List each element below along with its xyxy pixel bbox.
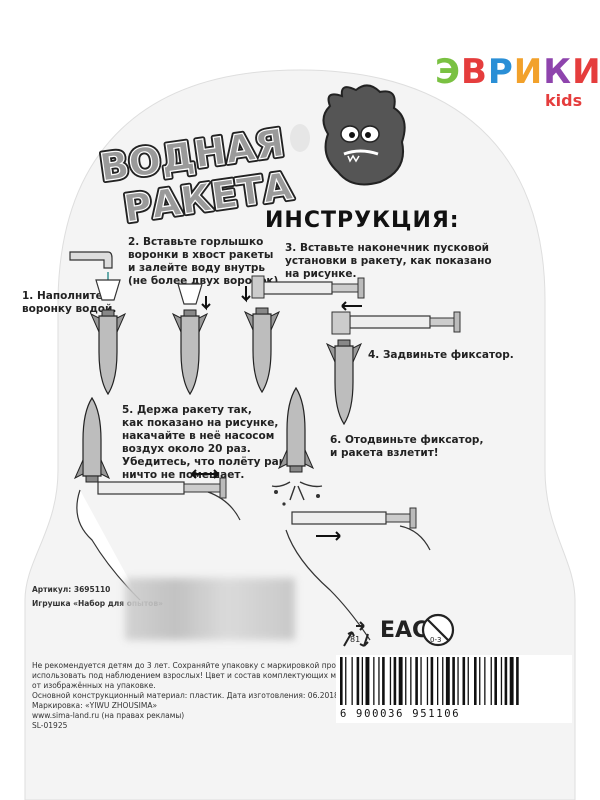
pump-step3-icon	[251, 275, 365, 299]
pump-step4-icon	[331, 301, 461, 335]
age-warning-label: 0-3	[430, 636, 441, 644]
brand-letter: И	[572, 52, 600, 92]
warning-line-3: от изображённых на упаковке.	[32, 681, 156, 690]
brand-letter: Р	[487, 52, 514, 92]
step-6-text: 6. Отодвиньте фиксатор, и ракета взлетит…	[330, 434, 484, 459]
brand-letter: В	[460, 52, 488, 92]
brand-letter: Э	[435, 52, 461, 92]
marking-line: Маркировка: «YIWU ZHOUSIMA»	[32, 701, 158, 710]
brand-wordmark: ЭВРИКИ	[435, 52, 600, 92]
age-warning-icon: 0-3	[421, 613, 455, 647]
website-line: www.sima-land.ru (на правах рекламы)	[32, 711, 185, 720]
mascot-drop-illustration	[322, 84, 406, 186]
step-4-text: 4. Задвиньте фиксатор.	[368, 349, 514, 361]
rocket-step5-icon	[74, 397, 110, 483]
product-title: ВОДНАЯ ВОДНАЯ РАКЕТА РАКЕТА	[95, 120, 299, 230]
redacted-area	[125, 578, 295, 640]
brand-letter: К	[543, 52, 573, 92]
rocket-step3-icon	[244, 307, 280, 393]
splash-icon	[271, 481, 323, 501]
barcode-number: 6 900036 951106	[340, 708, 461, 720]
barcode-bars	[340, 657, 519, 705]
hand-step6-icon	[285, 529, 371, 641]
title-line-2-fill: РАКЕТА	[121, 164, 296, 230]
brand-letter: И	[513, 52, 544, 92]
step-3-text: 3. Вставьте наконечник пусковой установк…	[285, 242, 492, 280]
eac-mark: EAC	[380, 618, 429, 643]
rocket-step1-icon	[90, 309, 126, 395]
recycle-code: 81	[350, 635, 360, 644]
instructions-heading: ИНСТРУКЦИЯ:	[265, 208, 460, 233]
tap-icon	[69, 251, 113, 269]
article-number: Артикул: 3695110	[32, 585, 111, 594]
brand-kids-label: kids	[545, 91, 583, 110]
funnel-icon	[95, 279, 121, 301]
sku-line: SL-01925	[32, 721, 68, 730]
pump-step5-icon	[97, 469, 227, 499]
brand-logo: ЭВРИКИ kids	[435, 52, 600, 115]
barcode	[336, 655, 572, 723]
rocket-step2-icon	[172, 309, 208, 395]
recycle-icon: 81	[343, 621, 369, 647]
pump-step6-icon	[291, 507, 417, 541]
rocket-step6-icon	[278, 387, 314, 473]
hand-step5-icon	[76, 489, 141, 601]
rocket-step4-icon	[326, 339, 362, 425]
